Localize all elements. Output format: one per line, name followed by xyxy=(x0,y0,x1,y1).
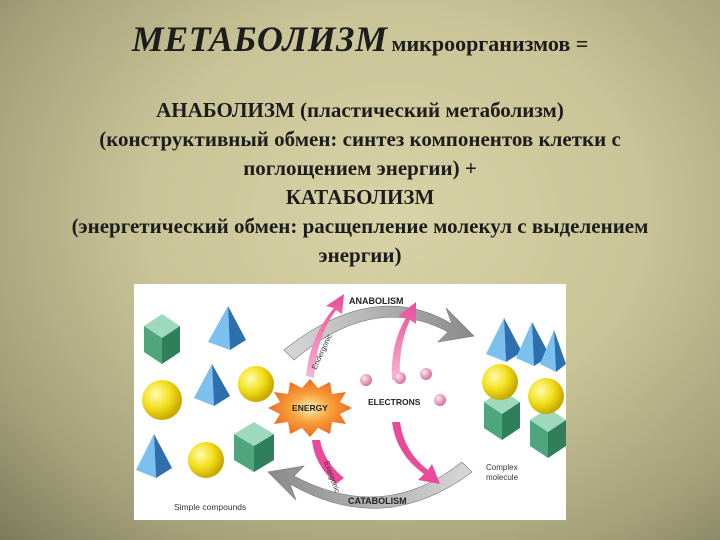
electrons-label: ELECTRONS xyxy=(368,397,421,407)
title-main: МЕТАБОЛИЗМ xyxy=(131,19,388,59)
body-line: энергии) xyxy=(318,243,402,267)
pyramid-shape xyxy=(136,434,172,478)
sphere-shape xyxy=(482,364,518,400)
energy-label: ENERGY xyxy=(292,403,328,413)
electron-particle xyxy=(420,368,432,380)
sphere-shape xyxy=(238,366,274,402)
electron-particle xyxy=(394,372,406,384)
anabolism-arrow xyxy=(283,305,475,361)
electron-arrow xyxy=(391,302,416,380)
sphere-shape xyxy=(528,378,564,414)
slide-title: МЕТАБОЛИЗМ микроорганизмов = xyxy=(0,18,720,60)
exergonic-arrow xyxy=(312,440,344,484)
body-line: КАТАБОЛИЗМ xyxy=(285,185,435,209)
electron-arrow-down xyxy=(392,422,440,484)
catabolism-label: CATABOLISM xyxy=(348,496,407,506)
complex-molecule-label-2: molecule xyxy=(486,473,519,482)
definition-text: АНАБОЛИЗМ (пластический метаболизм) (кон… xyxy=(0,96,720,270)
pyramid-shape xyxy=(486,318,522,362)
body-line: (конструктивный обмен: синтез компоненто… xyxy=(99,127,621,151)
endergonic-arrow xyxy=(306,294,344,378)
simple-compounds-label: Simple compounds xyxy=(174,502,246,512)
sphere-shape xyxy=(142,380,182,420)
sphere-shape xyxy=(188,442,224,478)
energy-burst xyxy=(268,379,352,437)
cube-shape xyxy=(530,408,566,458)
complex-molecule xyxy=(482,318,566,458)
cube-shape xyxy=(144,314,180,364)
body-line: АНАБОЛИЗМ (пластический метаболизм) xyxy=(156,98,564,122)
pyramid-shape xyxy=(540,330,566,372)
anabolism-label: ANABOLISM xyxy=(349,296,404,306)
electron-particle xyxy=(434,394,446,406)
electron-particle xyxy=(360,374,372,386)
cube-shape xyxy=(234,422,274,472)
body-line: поглощением энергии) + xyxy=(243,156,477,180)
pyramid-shape xyxy=(194,364,230,406)
catabolism-arrow xyxy=(267,461,473,509)
metabolism-diagram-svg: Simple compounds ANABOLISM CATABOLISM EN… xyxy=(136,294,566,512)
pyramid-shape xyxy=(208,306,246,350)
body-line: (энергетический обмен: расщепление молек… xyxy=(71,214,649,238)
metabolism-diagram: Simple compounds ANABOLISM CATABOLISM EN… xyxy=(134,284,566,520)
title-sub: микроорганизмов = xyxy=(391,31,589,56)
complex-molecule-label-1: Complex xyxy=(486,463,518,472)
